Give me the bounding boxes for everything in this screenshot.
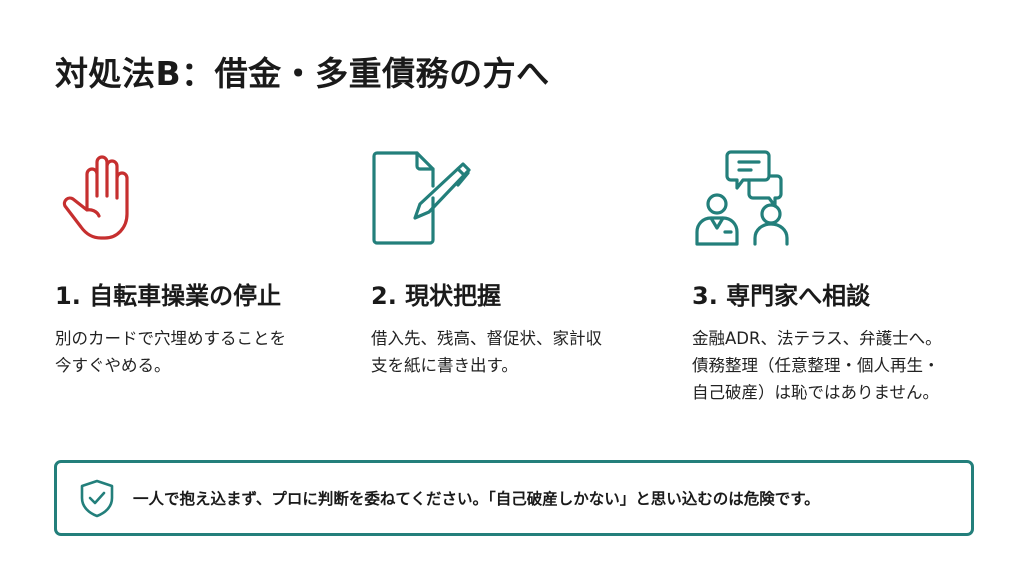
step-body: 金融ADR、法テラス、弁護士へ。 債務整理（任意整理・個人再生・ 自己破産）は恥… [692, 329, 942, 402]
shield-check-icon [80, 479, 114, 518]
page-title: 対処法B：借金・多重債務の方へ [55, 54, 550, 93]
step-body: 別のカードで穴埋めすることを 今すぐやめる。 [55, 329, 286, 375]
consultation-icon [695, 150, 789, 246]
step-body: 借入先、残高、督促状、家計収 支を紙に書き出す。 [371, 329, 602, 375]
document-pen-icon [372, 151, 471, 245]
step-1: 1. 自転車操業の停止 別のカードで穴埋めすることを 今すぐやめる。 [55, 148, 355, 379]
step-heading: 2. 現状把握 [371, 282, 502, 310]
step-3: 3. 専門家へ相談 金融ADR、法テラス、弁護士へ。 債務整理（任意整理・個人再… [692, 148, 992, 406]
step-2: 2. 現状把握 借入先、残高、督促状、家計収 支を紙に書き出す。 [371, 148, 671, 379]
step-heading: 3. 専門家へ相談 [692, 282, 871, 310]
stop-hand-icon [62, 155, 129, 240]
step-heading: 1. 自転車操業の停止 [55, 282, 282, 310]
callout-text: 一人で抱え込まず、プロに判断を委ねてください。「自己破産しかない」と思い込むのは… [133, 490, 820, 508]
warning-callout: 一人で抱え込まず、プロに判断を委ねてください。「自己破産しかない」と思い込むのは… [54, 460, 974, 536]
